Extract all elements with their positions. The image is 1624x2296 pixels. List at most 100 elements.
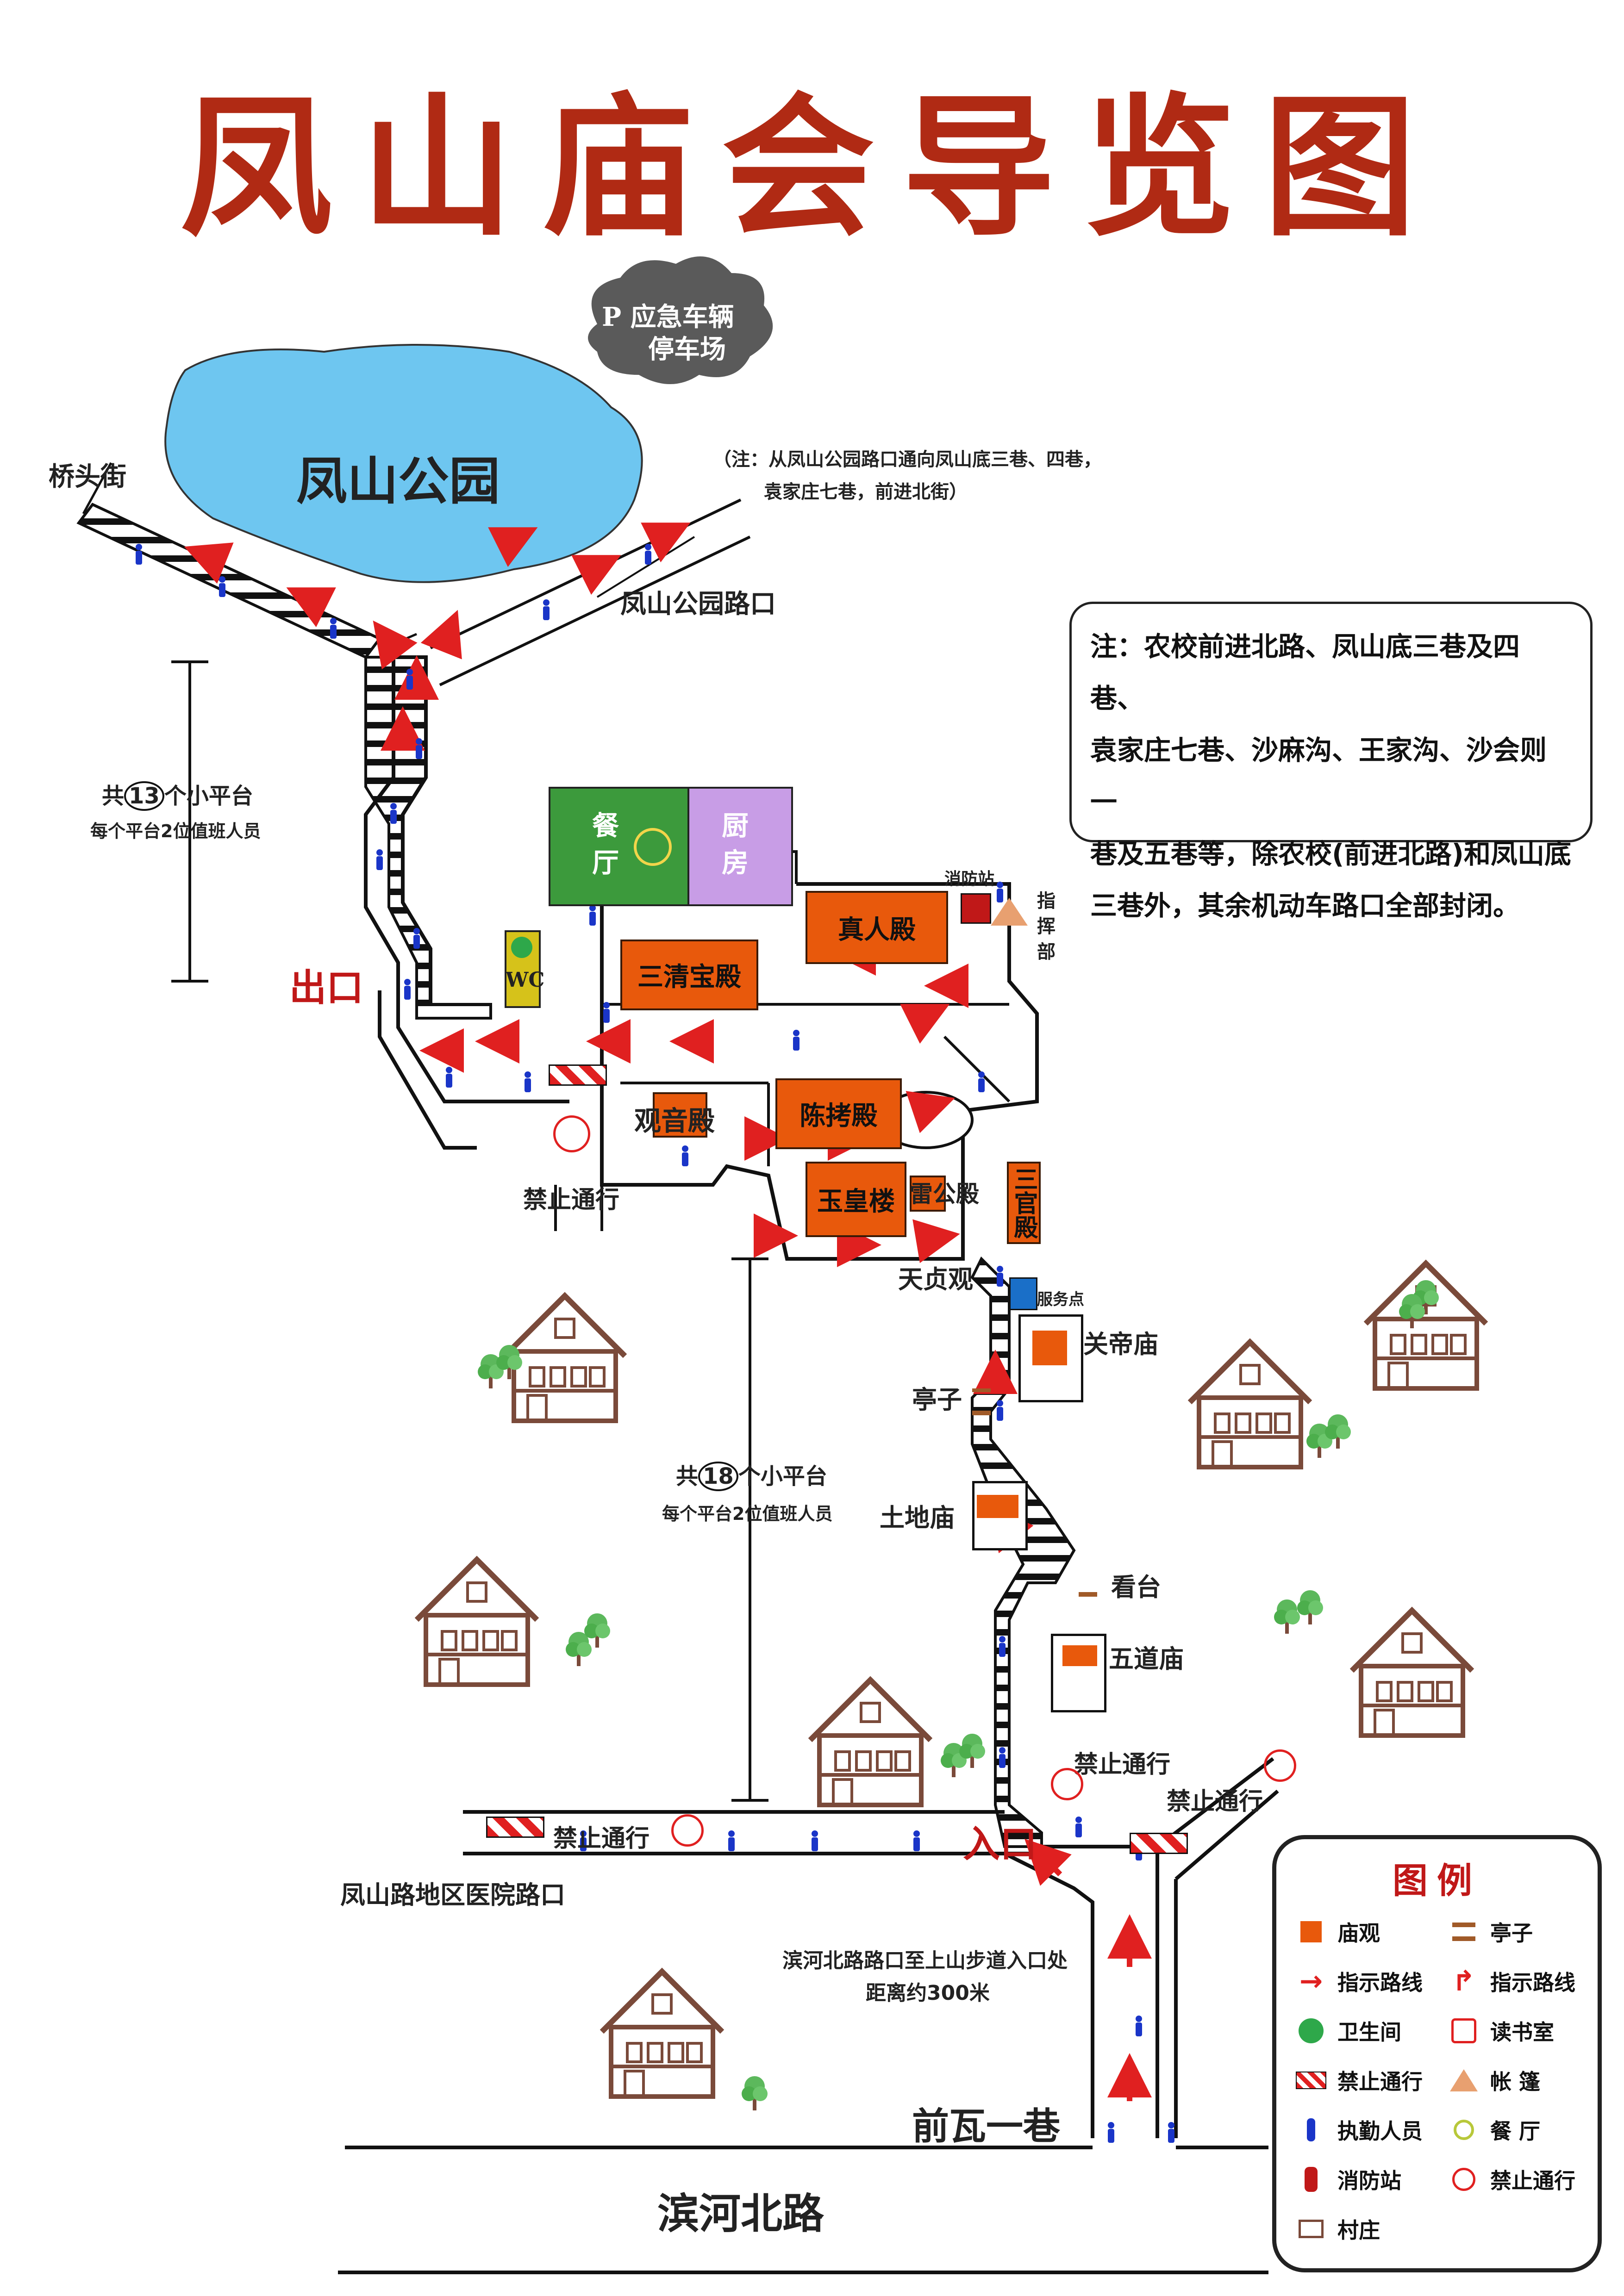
temple-square-icon <box>1295 1916 1327 1948</box>
wc-building: WC <box>505 930 545 1008</box>
kitchen-label: 厨房 <box>722 810 749 878</box>
kantai-icon <box>1079 1574 1097 1597</box>
platform-count-2: 18 <box>698 1462 738 1491</box>
legend-item: 消防站 <box>1295 2163 1401 2196</box>
legend-item: ↱ 指示路线 <box>1448 1965 1575 1997</box>
legend-label: 庙观 <box>1337 1921 1380 1946</box>
barrier-icon <box>1295 2064 1327 2097</box>
leigong-label: 雷公殿 <box>910 1181 979 1207</box>
parking-label-2: 停车场 <box>648 334 726 365</box>
dining-icon <box>634 828 672 866</box>
map-title: 凤山庙会导览图 <box>180 79 1444 257</box>
platform-sub-1: 每个平台2位值班人员 <box>90 821 261 841</box>
no-pedestrian-icon <box>1448 2163 1480 2196</box>
closure-note-line: 三巷外，其余机动车路口全部封闭。 <box>1090 890 1520 921</box>
pavilion-icon <box>972 1388 991 1415</box>
no-pass-label-3: 禁止通行 <box>1167 1788 1263 1816</box>
legend-item: 禁止通行 <box>1448 2163 1575 2196</box>
legend-label: 禁止通行 <box>1490 2168 1575 2193</box>
no-pass-label-1: 禁止通行 <box>523 1186 620 1214</box>
legend-item: 村庄 <box>1295 2213 1380 2245</box>
tudi-temple <box>977 1495 1018 1518</box>
legend-label: 执勤人员 <box>1337 2119 1423 2144</box>
distance-note-2: 距离约300米 <box>866 1981 990 2005</box>
fire-extinguisher-icon <box>961 893 991 924</box>
park-note-2: 袁家庄七巷，前进北街） <box>764 481 968 503</box>
guandi-temple <box>1032 1331 1067 1365</box>
tudi-compound <box>972 1481 1028 1550</box>
parking-cloud <box>588 256 773 384</box>
closure-note-line: 袁家庄七巷、沙麻沟、王家沟、沙会则一 <box>1090 734 1547 818</box>
wudao-compound <box>1051 1634 1106 1712</box>
legend-item: 卫生间 <box>1295 2015 1401 2047</box>
legend-item: 帐 篷 <box>1448 2064 1540 2097</box>
guandi-compound <box>1018 1314 1083 1402</box>
no-pass-label-4: 禁止通行 <box>553 1825 650 1853</box>
binhe-label: 滨河北路 <box>657 2190 824 2238</box>
legend-item: 亭子 <box>1448 1916 1533 1948</box>
guanyin-label: 观音殿 <box>634 1105 715 1137</box>
restroom-icon <box>511 937 532 958</box>
qianwa-label: 前瓦一巷 <box>912 2105 1060 2148</box>
service-point <box>1009 1277 1037 1310</box>
distance-note-1: 滨河北路路口至上山步道入口处 <box>782 1949 1068 1972</box>
guandi-label: 关帝庙 <box>1083 1330 1158 1359</box>
legend-label: 消防站 <box>1337 2168 1401 2193</box>
legend-item: 读书室 <box>1448 2015 1554 2047</box>
straight-arrow-icon: → <box>1299 1965 1323 1997</box>
dining-label: 餐厅 <box>592 810 619 878</box>
legend-item: → 指示路线 <box>1295 1965 1423 1997</box>
legend-label: 餐 厅 <box>1490 2119 1541 2144</box>
exit-label: 出口 <box>289 966 363 1009</box>
kitchen: 厨房 <box>687 787 793 906</box>
restroom-icon <box>1295 2015 1327 2047</box>
dining-hall: 餐厅 <box>549 787 691 906</box>
legend-label: 读书室 <box>1490 2020 1554 2045</box>
curved-arrow-icon: ↱ <box>1452 1965 1476 1997</box>
legend-item: 餐 厅 <box>1448 2114 1540 2146</box>
closure-note-line: 巷及五巷等，除农校(前进北路)和凤山底 <box>1090 838 1572 870</box>
platform-count-1: 13 <box>124 781 164 811</box>
sanguan-hall: 三官殿 <box>1007 1162 1041 1244</box>
hospital-road-label: 凤山路地区医院路口 <box>340 1880 565 1910</box>
leigong-hall <box>910 1176 946 1212</box>
pavilion-icon <box>1448 1916 1480 1948</box>
village-icon <box>1295 2213 1327 2245</box>
legend-label: 禁止通行 <box>1337 2069 1423 2094</box>
legend-label: 指示路线 <box>1337 1970 1423 1995</box>
tent-icon <box>1448 2064 1480 2097</box>
tent-icon <box>991 898 1028 926</box>
lake <box>164 344 643 583</box>
wc-label: WC <box>506 968 545 992</box>
reading-room-icon <box>1448 2015 1480 2047</box>
entrance-label: 入口 <box>963 1823 1037 1866</box>
legend-label: 亭子 <box>1490 1921 1533 1946</box>
legend-title: 图例 <box>1393 1860 1481 1901</box>
staff-icon <box>1295 2114 1327 2146</box>
no-pedestrian-icon <box>1264 1749 1296 1782</box>
command-label: 指挥部 <box>1037 890 1056 963</box>
chenjin-hall: 陈拷殿 <box>775 1078 902 1149</box>
legend-box: 图例 庙观 亭子 → 指示路线 ↱ 指示路线 卫生间 读书室 禁止通行 帐 篷 … <box>1272 1835 1602 2272</box>
platform-note-2-a: 共 <box>676 1463 699 1489</box>
barrier-icon <box>549 1064 607 1086</box>
legend-item: 庙观 <box>1295 1916 1380 1948</box>
pavilion-label: 亭子 <box>912 1385 962 1414</box>
no-pedestrian-icon <box>1051 1768 1083 1800</box>
no-pass-label-2: 禁止通行 <box>1074 1751 1171 1779</box>
no-pedestrian-icon <box>671 1814 704 1847</box>
legend-label: 指示路线 <box>1490 1970 1575 1995</box>
dining-icon <box>1448 2114 1480 2146</box>
no-pedestrian-icon <box>553 1115 590 1152</box>
closure-note-box: 注：农校前进北路、凤山底三巷及四巷、 袁家庄七巷、沙麻沟、王家沟、沙会则一 巷及… <box>1069 602 1593 921</box>
wudao-label: 五道庙 <box>1109 1644 1184 1674</box>
platform-note-1-a: 共 <box>102 783 125 809</box>
platform-note-1-b: 个小平台 <box>164 783 253 809</box>
park-note-1: （注：从凤山公园路口通向凤山底三巷、四巷， <box>713 449 1102 470</box>
legend-label: 村庄 <box>1337 2218 1380 2243</box>
guanyin-hall <box>653 1092 707 1138</box>
tianzhen-label: 天贞观 <box>898 1265 973 1294</box>
